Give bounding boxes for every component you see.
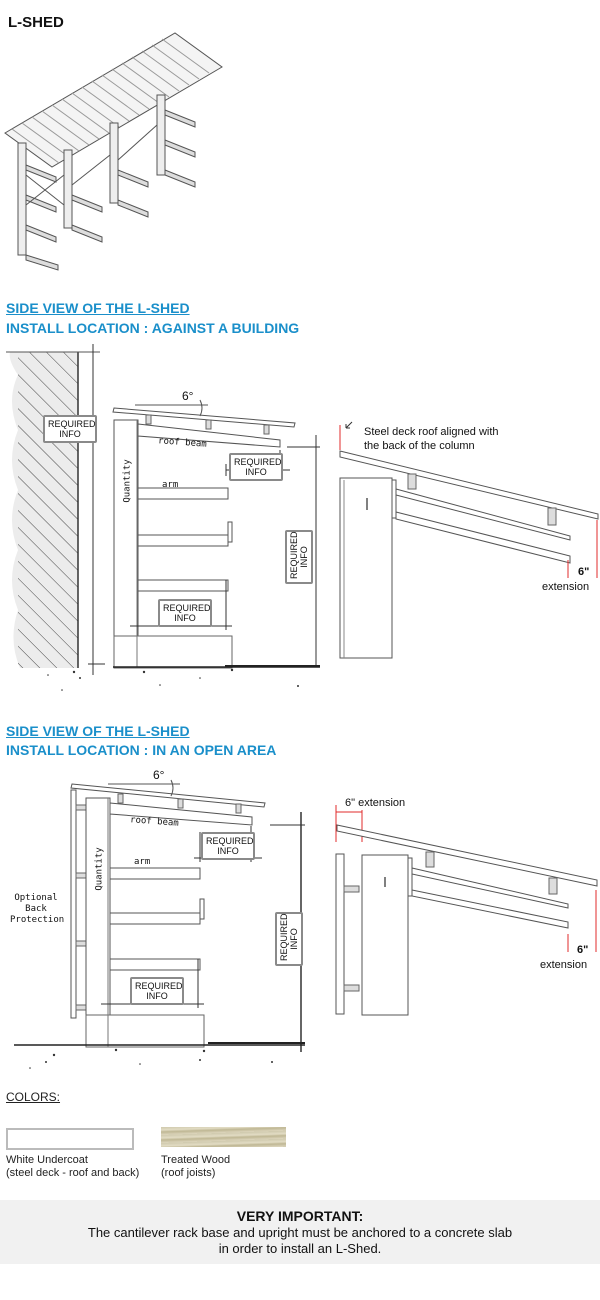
steel-deck-note: Steel deck roof aligned with the back of… <box>364 426 499 452</box>
required-info-wall-gap: REQUIRED INFO <box>43 415 97 443</box>
angle-label: 6° <box>182 389 194 403</box>
required-info-height-open: REQUIRED INFO <box>275 912 303 966</box>
treated-wood-swatch <box>161 1127 286 1147</box>
optional-back-protection-label: Optional Back Protection <box>10 893 65 925</box>
open-area-side-view-drawing <box>14 779 598 1069</box>
extension-label: extension <box>542 581 590 593</box>
treated-wood-label: Treated Wood (roof joists) <box>161 1154 231 1179</box>
angle-label-open: 6° <box>153 768 165 782</box>
white-undercoat-label: White Undercoat (steel deck - roof and b… <box>6 1154 140 1179</box>
required-info-height: REQUIRED INFO <box>285 530 313 584</box>
top-extension-label: 6" extension <box>345 797 406 809</box>
white-undercoat-swatch <box>6 1128 134 1150</box>
arm-label-open: arm <box>134 857 151 867</box>
section-building-subheading: INSTALL LOCATION : AGAINST A BUILDING <box>6 320 300 336</box>
colors-heading: COLORS: <box>6 1090 61 1104</box>
quantity-label: Quantity <box>122 459 133 503</box>
extension-value: 6" <box>578 566 590 578</box>
extension-value-open: 6" <box>577 944 589 956</box>
building-side-view-drawing <box>6 344 599 691</box>
important-heading: VERY IMPORTANT: <box>236 1208 364 1224</box>
important-line1: The cantilever rack base and upright mus… <box>87 1225 513 1240</box>
arm-label: arm <box>162 480 179 490</box>
quantity-label-open: Quantity <box>94 847 105 891</box>
extension-label-open: extension <box>540 959 588 971</box>
required-info-arm-length-open: REQUIRED INFO <box>130 977 184 1005</box>
section-open-heading: SIDE VIEW OF THE L-SHED <box>6 723 190 739</box>
important-notice: VERY IMPORTANT: The cantilever rack base… <box>0 1200 600 1264</box>
section-building-heading: SIDE VIEW OF THE L-SHED <box>6 300 190 316</box>
required-info-roof-overhang: REQUIRED INFO <box>229 453 283 481</box>
required-info-arm-length: REQUIRED INFO <box>158 599 212 627</box>
section-open-subheading: INSTALL LOCATION : IN AN OPEN AREA <box>6 742 277 758</box>
l-shed-isometric-illustration <box>4 32 223 271</box>
required-info-roof-overhang-open: REQUIRED INFO <box>201 832 255 860</box>
page-title: L-SHED <box>8 14 64 31</box>
important-line2: in order to install an L-Shed. <box>218 1241 382 1256</box>
